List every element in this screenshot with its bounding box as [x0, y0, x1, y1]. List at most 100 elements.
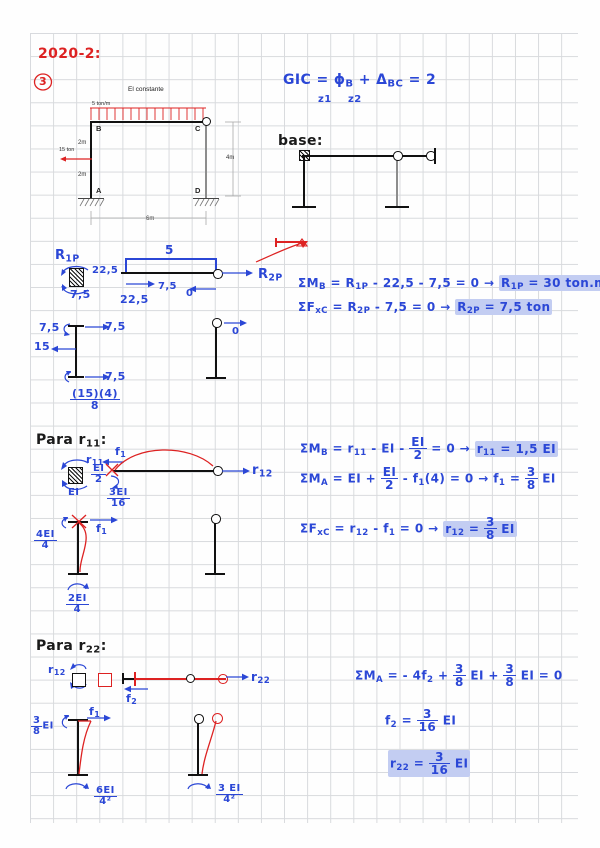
hinge-C — [202, 117, 211, 126]
r22-right-column-member — [197, 722, 199, 775]
problem-number: 3 — [39, 75, 48, 88]
p-beam-left-tick — [125, 258, 127, 272]
p-column-bottom-cap — [68, 376, 84, 378]
r11-fixed-support-icon — [68, 467, 83, 484]
r11-f1-arrow-icon — [102, 458, 124, 466]
r22-column-deflection-icon — [78, 720, 92, 775]
r22-f2-label: f2 — [126, 692, 138, 706]
sum-moment-b-equation: ΣMB = R1P - 22,5 - 7,5 = 0 → R1P = 30 to… — [298, 275, 600, 292]
r2p-arrow-icon — [222, 269, 253, 277]
p-right-zero-arrow-icon — [224, 319, 247, 327]
base-title: base: — [278, 133, 323, 149]
gic-z1-label: z1 — [318, 94, 332, 105]
column-AB — [90, 121, 93, 199]
r11-column-f1-label: f1 — [96, 522, 108, 536]
case-r11-title: Para r11: — [36, 432, 107, 450]
dim-left-lower: 2m — [78, 172, 87, 178]
r11-base-moment-icon — [67, 583, 89, 591]
figure-caption: El constante — [128, 86, 164, 93]
r11-beam-member — [113, 470, 217, 472]
base-hinge-icon — [393, 151, 403, 161]
dim-line-right-icon — [225, 121, 241, 197]
node-label-D: D — [195, 186, 201, 195]
r2p-result-highlight: R2P = 7,5 ton — [455, 299, 553, 317]
node-label-A: A — [96, 186, 102, 195]
r11-label: r11 — [86, 453, 104, 467]
r22-right-red-circle-icon — [212, 713, 223, 724]
value-7-5-arrow: 7,5 — [158, 281, 177, 292]
col-value-7-5-bottom: 7,5 — [105, 370, 126, 383]
red-marker-tick — [275, 238, 277, 247]
dim-bottom: 6m — [146, 216, 155, 222]
r11-f1-label: f1 — [115, 445, 127, 459]
base-beam — [302, 155, 430, 157]
r11-column-bottom-cap — [68, 573, 88, 575]
r22-column-f1-label: f1 — [89, 705, 101, 719]
p-beam-member — [121, 272, 217, 274]
r11-column-curl-icon — [61, 517, 69, 529]
base-column-right — [396, 157, 398, 207]
r1p-moment-arrows-icon — [61, 265, 89, 295]
r11-deflected-shape-icon — [114, 449, 214, 471]
col-value-15: 15 — [34, 340, 51, 353]
dim-right: 4m — [226, 155, 235, 161]
r22-right-base-moment-icon — [187, 783, 211, 790]
r11-right-column-hinge-icon — [211, 514, 221, 524]
r1p-fixed-support-icon — [69, 268, 84, 287]
beam-BC — [90, 121, 207, 124]
date-label: 2020-2: — [38, 46, 101, 62]
r22-left-cap — [122, 678, 134, 680]
r11-moment-arrows-icon — [61, 459, 89, 490]
r22-beam-hinge-icon — [186, 674, 195, 683]
gic-z2-label: z2 — [348, 94, 362, 105]
fixed-support-A-icon — [78, 198, 105, 207]
column-CD — [205, 121, 208, 199]
value-22-5-bottom: 22,5 — [120, 293, 149, 306]
case-r22-title: Para r22: — [36, 638, 107, 656]
r11-column-member — [77, 522, 79, 574]
zero-arrow-icon — [189, 285, 216, 293]
r11-column-f1-arrow-icon — [90, 516, 118, 524]
r1p-result-highlight: R1P = 30 ton.m — [499, 275, 600, 292]
udl-label: 5 ton/m — [92, 101, 111, 107]
point-load-arrow-icon — [60, 156, 92, 162]
r22-red-hinge-icon — [218, 674, 228, 684]
p-right-column-hinge-icon — [212, 318, 222, 328]
udl-arrows-icon — [90, 107, 206, 120]
r11-right-column-member — [214, 522, 216, 574]
dim-line-bottom-icon — [90, 211, 207, 225]
base-support-right — [385, 206, 409, 208]
p-right-column-base — [206, 377, 226, 379]
col-value-7-5-topleft: 7,5 — [39, 321, 60, 334]
p-beam-top-line — [125, 258, 217, 260]
col-fraction-value: (15)(4)8 — [70, 387, 120, 413]
r11-red-cross-icon — [105, 463, 119, 477]
col-load-arrow-icon — [51, 345, 76, 353]
col-shear-arrow-bottom-icon — [85, 373, 110, 381]
p-column-top-cap — [68, 325, 84, 327]
r22-r12-label: r12 — [48, 663, 66, 677]
p-beam-right-tick — [215, 258, 217, 272]
p-shear-arrow-icon — [126, 280, 155, 288]
r22-column-member — [77, 720, 79, 775]
r12-label: r12 — [252, 463, 273, 480]
r11-column-red-cross-icon — [71, 514, 87, 529]
p-column-member — [75, 326, 77, 378]
problem-number-circle-icon — [33, 73, 53, 91]
udl-value-5: 5 — [165, 243, 174, 257]
